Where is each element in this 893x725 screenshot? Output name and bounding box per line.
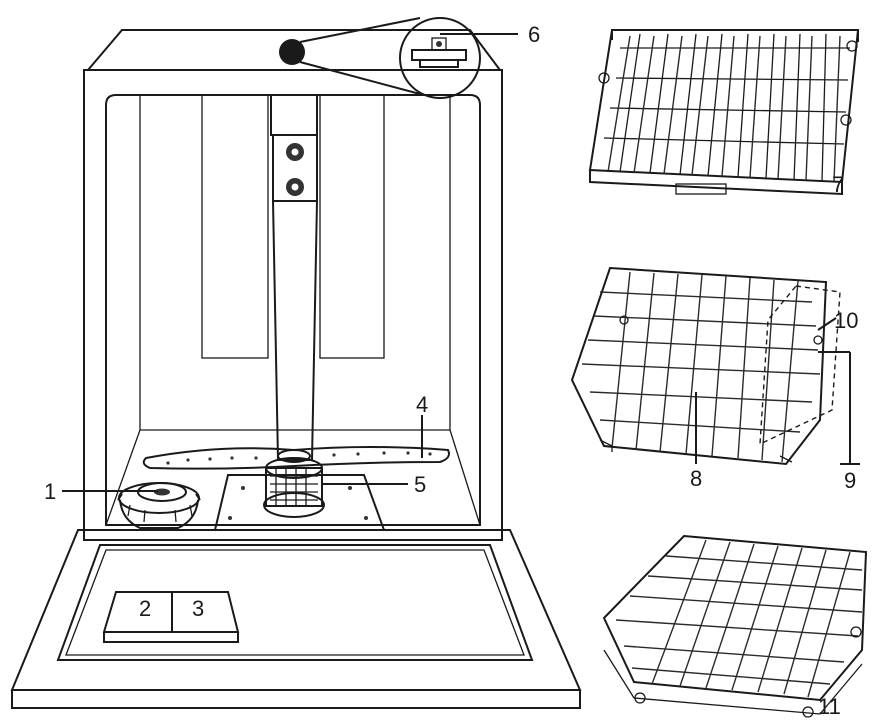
upper-spray-arm-callout xyxy=(279,17,518,99)
water-supply-pipe xyxy=(270,94,318,461)
label-upper-spray-arm: 6 xyxy=(528,22,540,47)
lower-spray-arm xyxy=(142,446,450,470)
label-upper-basket: 8 xyxy=(690,466,702,491)
label-cup-shelf: 10 xyxy=(834,308,858,333)
dispenser-panel xyxy=(102,591,240,643)
dishwasher-body xyxy=(83,29,503,541)
label-cutlery-tray: 7 xyxy=(832,172,844,197)
label-upper-spray-arm-basket: 9 xyxy=(844,468,856,493)
label-detergent-dispenser: 2 xyxy=(139,596,151,621)
label-lower-basket: 11 xyxy=(818,694,841,719)
label-rinse-aid-dispenser: 3 xyxy=(192,596,204,621)
dishwasher-door xyxy=(10,529,582,709)
label-lower-spray-arm: 4 xyxy=(416,392,428,417)
upper-basket xyxy=(570,266,860,466)
label-salt-container: 1 xyxy=(44,479,56,504)
lower-basket xyxy=(602,534,868,718)
leader-lines xyxy=(62,415,423,492)
salt-container xyxy=(117,482,201,529)
cutlery-tray xyxy=(588,29,860,196)
callout-labels: 1 2 3 4 5 6 7 8 9 10 11 xyxy=(44,22,858,719)
label-filter-assembly: 5 xyxy=(414,472,426,497)
